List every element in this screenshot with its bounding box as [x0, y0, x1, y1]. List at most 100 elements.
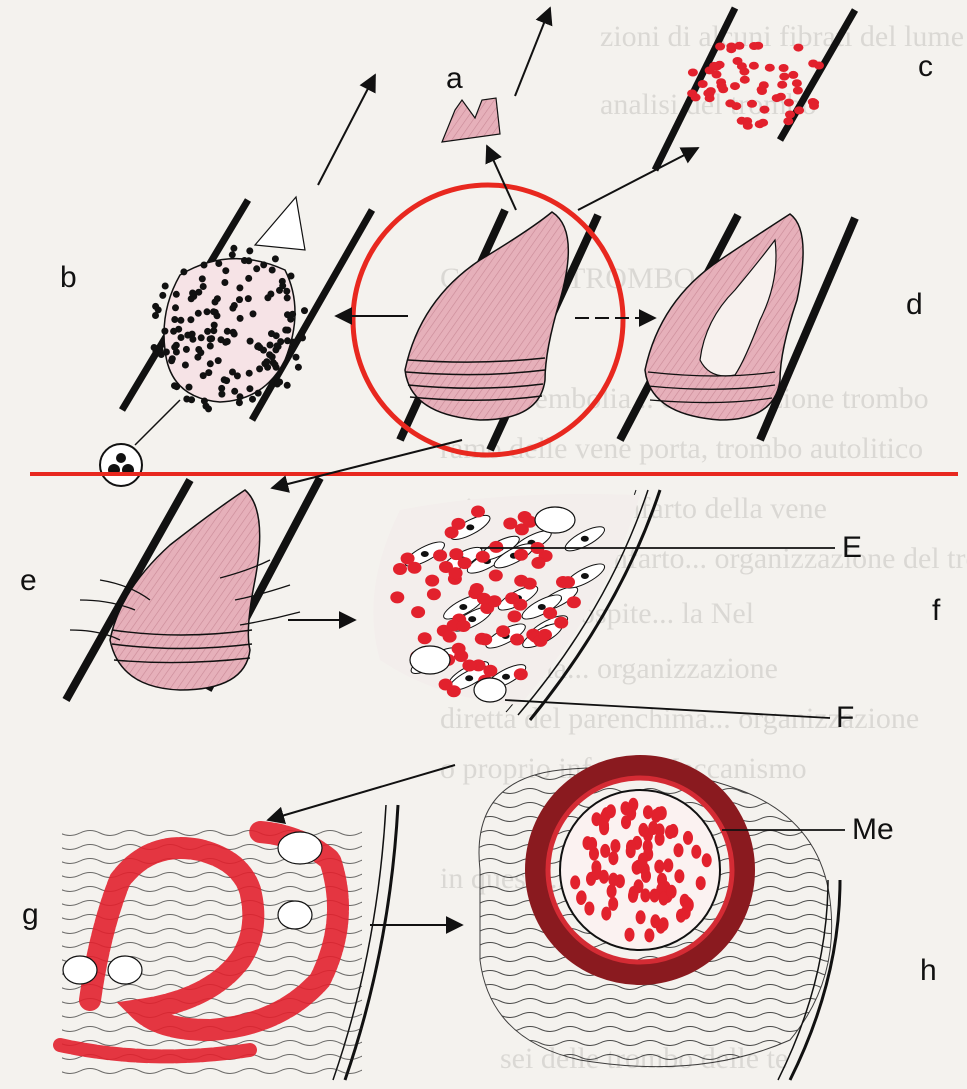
red-cell	[628, 889, 638, 903]
leukocyte-nucleus	[116, 453, 126, 463]
granule	[152, 303, 159, 310]
granule	[173, 342, 180, 349]
granule	[224, 328, 231, 335]
arrow	[268, 765, 455, 820]
red-cell	[393, 563, 407, 575]
red-cell	[785, 111, 795, 119]
red-cell	[759, 81, 769, 89]
granule	[189, 290, 196, 297]
dispersed-cells	[687, 42, 824, 130]
granule	[264, 294, 271, 301]
granule	[271, 361, 278, 368]
red-cell	[418, 632, 432, 644]
macrophage	[63, 956, 97, 984]
granule	[194, 354, 201, 361]
red-cell	[784, 99, 794, 107]
red-cell	[471, 506, 485, 518]
granule	[267, 342, 274, 349]
red-cell	[702, 853, 712, 867]
red-cell	[475, 633, 489, 645]
red-cell	[740, 76, 750, 84]
granule	[221, 279, 228, 286]
panel-f-granulation	[268, 490, 835, 820]
granule	[272, 255, 279, 262]
granule	[161, 328, 168, 335]
panel-g-recanalization	[60, 805, 462, 1080]
red-cell	[758, 119, 768, 127]
red-cell	[608, 873, 618, 887]
red-cell	[765, 64, 775, 72]
red-cell	[576, 891, 586, 905]
arrow	[272, 440, 462, 488]
red-cell	[779, 73, 789, 81]
leukocyte	[100, 444, 142, 486]
granule	[168, 357, 175, 364]
granule	[299, 334, 306, 341]
red-cell	[439, 679, 453, 691]
red-cell	[640, 888, 650, 902]
red-cell	[531, 557, 545, 569]
granule	[295, 364, 302, 371]
granule	[269, 267, 276, 274]
arrow	[578, 148, 698, 210]
panel-h-neovessel	[479, 766, 845, 1080]
red-cell	[599, 819, 609, 833]
macrophage	[410, 646, 450, 674]
red-cell	[570, 875, 580, 889]
granule	[183, 396, 190, 403]
central-thrombus	[353, 185, 623, 455]
granule	[200, 283, 207, 290]
granule	[301, 307, 308, 314]
red-cell	[688, 69, 698, 77]
red-cell	[792, 79, 802, 87]
granule	[189, 336, 196, 343]
red-cell	[760, 106, 770, 114]
red-cell	[788, 71, 798, 79]
red-cell	[538, 629, 552, 641]
granule	[207, 336, 214, 343]
red-cell	[462, 660, 476, 672]
granule	[187, 316, 194, 323]
granule	[255, 342, 262, 349]
granule	[236, 399, 243, 406]
red-cell	[638, 853, 648, 867]
granule	[246, 370, 253, 377]
red-cell	[567, 596, 581, 608]
granule	[173, 291, 180, 298]
granule	[236, 296, 243, 303]
granule	[214, 312, 221, 319]
red-cell	[621, 815, 631, 829]
granule	[177, 317, 184, 324]
red-cell	[743, 122, 753, 130]
red-cell	[427, 588, 441, 600]
granule	[247, 338, 254, 345]
embolus-fragment	[442, 98, 500, 142]
granule	[204, 308, 211, 315]
red-cell	[655, 823, 665, 837]
red-cell	[674, 869, 684, 883]
granule	[172, 304, 179, 311]
granule	[229, 369, 236, 376]
red-cell	[793, 87, 803, 95]
granule	[205, 405, 212, 412]
red-cell	[715, 43, 725, 51]
fibroblast-nucleus	[581, 536, 589, 542]
red-cell	[514, 668, 528, 680]
red-cell	[683, 831, 693, 845]
granule	[230, 245, 237, 252]
red-cell	[425, 575, 439, 587]
granule	[284, 382, 291, 389]
red-cell	[696, 876, 706, 890]
red-cell	[676, 909, 686, 923]
panel-label-a: a	[446, 64, 463, 94]
red-cell	[667, 885, 677, 899]
red-cell	[457, 620, 471, 632]
granule	[207, 343, 214, 350]
red-cell	[543, 607, 557, 619]
granule	[173, 349, 180, 356]
fibroblast-nucleus	[468, 616, 476, 622]
granule	[215, 260, 222, 267]
granule	[195, 289, 202, 296]
red-cell	[665, 825, 675, 839]
